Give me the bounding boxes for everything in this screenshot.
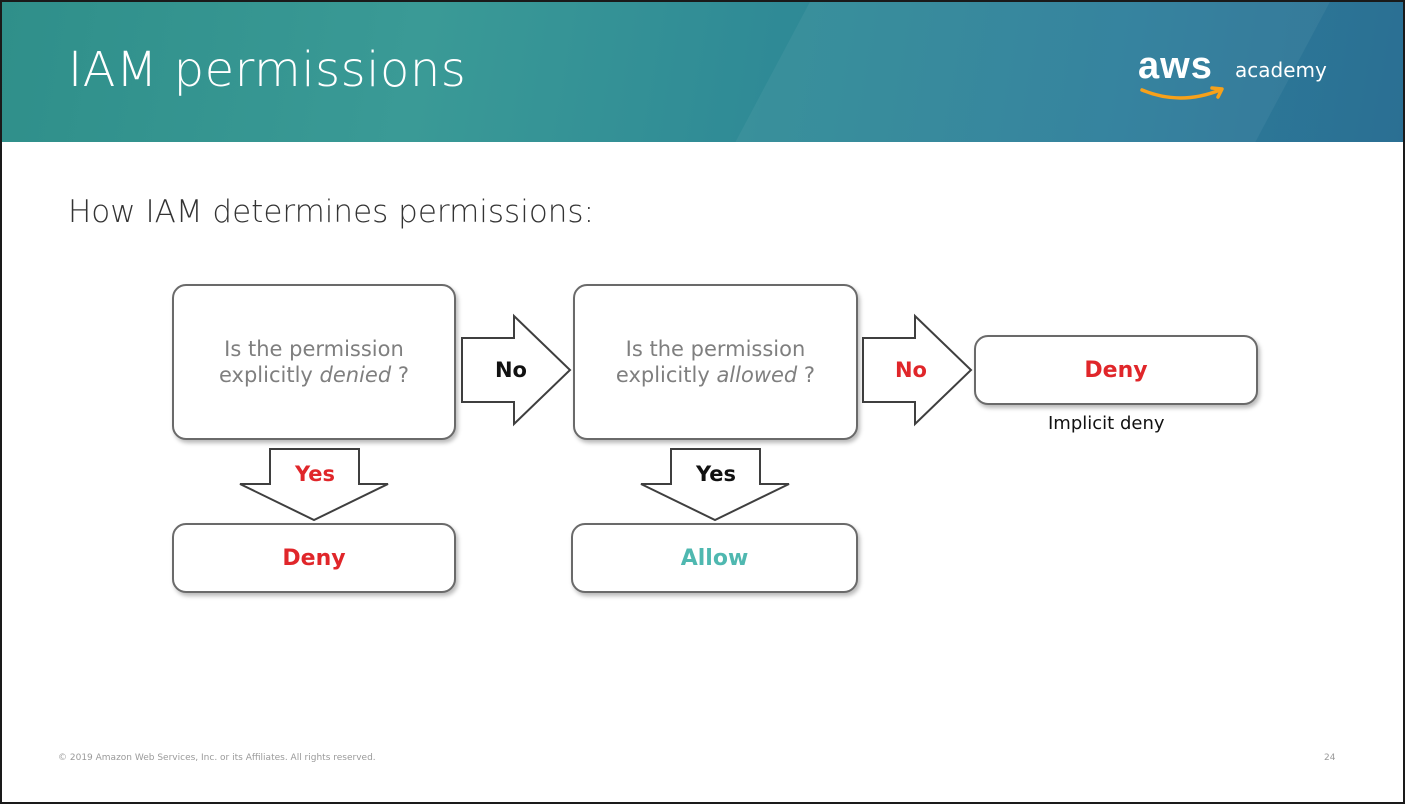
arrow-down-yes-1: [239, 448, 389, 522]
implicit-deny-caption: Implicit deny: [1048, 413, 1165, 434]
result-deny-explicit-label: Deny: [282, 545, 346, 571]
result-allow-label: Allow: [680, 545, 749, 571]
question-2-line1: Is the permission: [625, 337, 806, 361]
result-allow-box: Allow: [571, 523, 858, 593]
aws-smile-icon: [1140, 86, 1224, 100]
result-deny-explicit-box: Deny: [172, 523, 456, 593]
result-deny-implicit-box: Deny: [974, 335, 1258, 405]
slide-subtitle: How IAM determines permissions:: [68, 194, 595, 230]
arrow-right-no-2: [862, 313, 973, 427]
aws-academy-logo: aws academy: [1138, 46, 1368, 112]
arrow-right-no-1: [461, 313, 572, 427]
question-1-line2-prefix: explicitly: [218, 363, 320, 387]
arrow-no-2-label: No: [894, 358, 927, 382]
logo-wordmark: aws: [1138, 45, 1213, 87]
question-1-suffix: ?: [391, 363, 409, 387]
question-2-line2-prefix: explicitly: [615, 363, 717, 387]
question-1-line1: Is the permission: [224, 337, 404, 361]
question-2-emphasis: allowed: [716, 363, 798, 387]
question-explicit-deny-box: Is the permission explicitly denied ?: [172, 284, 456, 440]
question-1-emphasis: denied: [319, 363, 392, 387]
question-explicit-allow-box: Is the permission explicitly allowed ?: [573, 284, 858, 440]
arrow-yes-1-label: Yes: [294, 462, 336, 486]
arrow-down-yes-2: [640, 448, 790, 522]
arrow-no-1-label: No: [494, 358, 527, 382]
result-deny-implicit-label: Deny: [1084, 357, 1148, 383]
slide-header: IAM permissions aws academy: [2, 2, 1403, 142]
question-2-suffix: ?: [797, 363, 816, 387]
arrow-yes-2-label: Yes: [695, 462, 737, 486]
page-number: 24: [1324, 753, 1336, 763]
logo-suffix: academy: [1235, 58, 1327, 82]
slide-title: IAM permissions: [68, 42, 467, 98]
copyright-footer: © 2019 Amazon Web Services, Inc. or its …: [58, 753, 376, 763]
